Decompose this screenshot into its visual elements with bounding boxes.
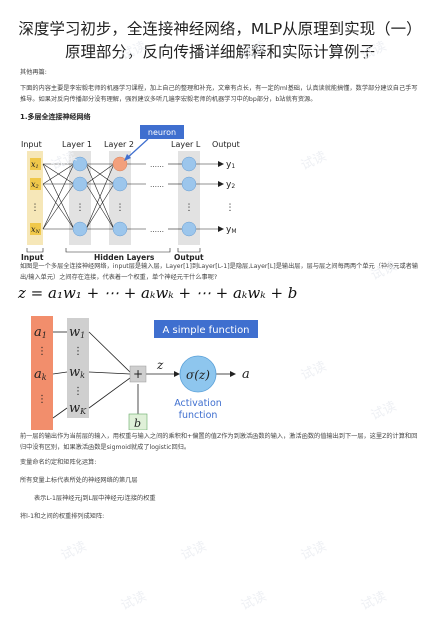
- svg-text:wK: wK: [69, 401, 87, 416]
- neuron-diagram: a1 ak w1 wk wK ⋮⋮⋮⋮ + z σ(z) a b A simpl…: [31, 316, 258, 430]
- layerL-column: [178, 151, 200, 245]
- svg-text:⋮: ⋮: [226, 203, 235, 213]
- output-y1-sub: 1: [231, 163, 235, 170]
- dots-row3: ……: [150, 226, 164, 234]
- svg-text:⋮: ⋮: [76, 203, 85, 213]
- svg-text:⋮: ⋮: [116, 203, 125, 213]
- sum-node: +: [133, 367, 143, 381]
- layerL-label: Layer L: [171, 140, 201, 149]
- input-x2-label: x: [31, 180, 36, 189]
- a1-sub: 1: [42, 331, 47, 340]
- layer2-label: Layer 2: [104, 140, 134, 149]
- input-a-column: [31, 316, 53, 430]
- layer1-label: Layer 1: [62, 140, 92, 149]
- output-ym-label: y: [226, 225, 232, 235]
- dots-row1: ……: [150, 161, 164, 169]
- input-xn-sub: N: [35, 229, 41, 235]
- ak-label: a: [34, 367, 42, 382]
- watermark: 试读: [178, 539, 209, 564]
- svg-text:x1: x1: [31, 160, 39, 170]
- watermark: 试读: [58, 539, 89, 564]
- bottom-output-label: Output: [174, 253, 204, 262]
- wK-label: w: [69, 401, 80, 416]
- figure1-caption: 如图是一个多层全连接神经网络，input层是输入层，Layer[1]到Layer…: [20, 263, 419, 281]
- network-diagram: x1 x2 xN ⋮⋮⋮⋮ …… …… …… Input Layer 1 Lay…: [21, 125, 240, 262]
- svg-text:⋮: ⋮: [73, 346, 83, 357]
- simple-function-label: A simple function: [162, 325, 249, 336]
- svg-text:⋮: ⋮: [37, 346, 47, 357]
- svg-text:⋮: ⋮: [31, 203, 40, 213]
- watermark: 试读: [298, 539, 329, 564]
- svg-text:x2: x2: [31, 180, 39, 190]
- watermark: 试读: [118, 589, 149, 614]
- bias-label: b: [134, 417, 141, 430]
- page-title: 深度学习初步，全连接神经网络，MLP从原理到实现（一）原理部分，反向传播详细解释…: [18, 20, 422, 61]
- bottom-input-label: Input: [21, 253, 44, 262]
- layer1-column: [69, 151, 91, 245]
- w1-label: w: [69, 325, 80, 340]
- input-x2-sub: 2: [35, 184, 39, 190]
- ak-sub: k: [42, 373, 47, 382]
- svg-text:yM: yM: [226, 225, 237, 235]
- neuron-formula: z = a₁w₁ + ⋯ + aₖwₖ + ⋯ + aₖwₖ + b: [18, 284, 298, 302]
- svg-text:y1: y1: [226, 160, 235, 170]
- svg-text:w1: w1: [69, 325, 85, 340]
- layer2-column: [109, 151, 131, 245]
- a-output-label: a: [242, 367, 250, 382]
- svg-text:y2: y2: [226, 180, 235, 190]
- weight-column: [67, 318, 89, 418]
- intro-paragraph: 下面的内容主要是李宏毅老师的机器学习课程，加上自己的整理和补充，文章有点长，有一…: [20, 85, 418, 103]
- bottom-hidden-label: Hidden Layers: [94, 253, 155, 262]
- sigma-label: σ(z): [186, 368, 210, 382]
- intro-label: 其他再篇:: [20, 69, 47, 76]
- paragraph-4: 所有变量上标代表所处的神经网络的第几层: [20, 477, 138, 484]
- input-column: [27, 151, 43, 245]
- input-x1-label: x: [31, 160, 36, 169]
- svg-text:⋮: ⋮: [37, 394, 47, 405]
- highlighted-neuron: [112, 156, 128, 172]
- input-label: Input: [21, 140, 42, 149]
- input-x1-sub: 1: [36, 164, 39, 170]
- svg-text:⋮: ⋮: [185, 203, 194, 213]
- activation-node: [179, 355, 217, 393]
- a1-label: a: [34, 325, 42, 340]
- output-y2-label: y: [226, 180, 232, 190]
- watermark: 试读: [358, 589, 389, 614]
- svg-text:wk: wk: [69, 365, 85, 380]
- output-ym-sub: M: [231, 228, 236, 235]
- svg-text:⋮: ⋮: [73, 386, 83, 397]
- svg-text:ak: ak: [34, 367, 47, 382]
- w1-sub: 1: [80, 331, 85, 340]
- output-y1-label: y: [226, 160, 232, 170]
- paragraph-3: 变量命名约定和矩阵化运算:: [20, 459, 97, 466]
- activation-function-line1: Activation: [174, 398, 222, 409]
- connections: [42, 163, 218, 230]
- dots-row2: ……: [150, 181, 164, 189]
- watermark: 试读: [238, 589, 269, 614]
- simple-function-banner: [154, 320, 258, 338]
- svg-text:a1: a1: [34, 325, 47, 340]
- paragraph-6: 将l-1和之间的权重排列成矩阵:: [20, 513, 105, 520]
- wK-sub: K: [79, 407, 87, 416]
- z-label: z: [156, 358, 164, 372]
- output-label: Output: [212, 140, 240, 149]
- activation-function-line2: function: [179, 410, 218, 421]
- section-heading-1: 1.多层全连接神经网络: [20, 113, 91, 121]
- input-xn-label: x: [31, 225, 36, 234]
- paragraph-5: 表示L-1层神经元j到L层中神经元i连接的权重: [34, 495, 156, 502]
- wk-sub: k: [80, 371, 85, 380]
- output-y2-sub: 2: [231, 183, 235, 190]
- svg-text:xN: xN: [31, 225, 41, 235]
- wk-label: w: [69, 365, 80, 380]
- neuron-callout-label: neuron: [148, 128, 176, 137]
- neuron-callout: [140, 125, 184, 139]
- paragraph-2: 前一层的输出作为当前层的输入，用权重与输入之间的乘积和+偏置的值Z作为到激活函数…: [20, 433, 418, 451]
